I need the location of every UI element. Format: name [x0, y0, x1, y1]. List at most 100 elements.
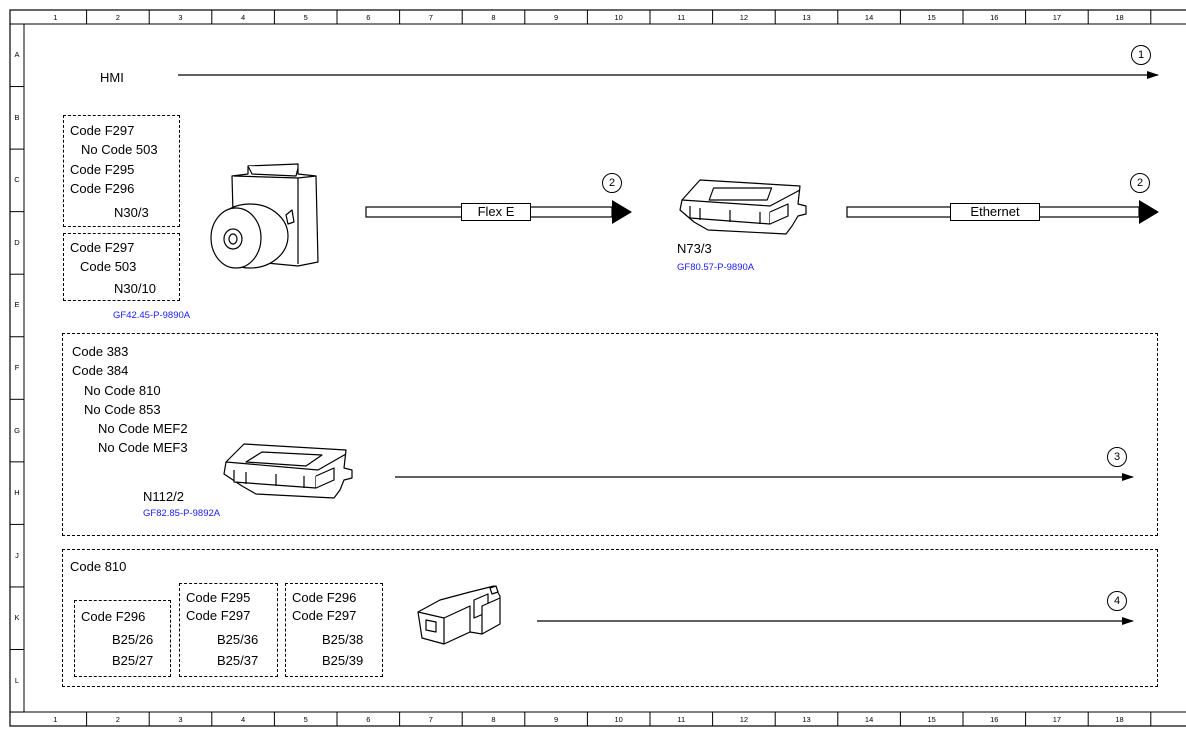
ruler-column-label: 2	[115, 13, 120, 22]
n73-id: N73/3	[677, 241, 712, 256]
component-id: B25/26	[112, 632, 154, 647]
ruler-row-label: F	[14, 363, 20, 373]
component-id: B25/27	[112, 653, 154, 668]
ruler-column-label: 6	[366, 715, 371, 724]
flex-e-marker: 2	[602, 173, 622, 193]
n112-code-box: Code 383 Code 384 No Code 810 No Code 85…	[62, 333, 1158, 536]
flex-e-label: Flex E	[461, 203, 531, 221]
n30-reference: GF42.45-P-9890A	[113, 310, 191, 321]
ruler-column-label: 9	[554, 715, 559, 724]
code-line: Code F297	[186, 608, 251, 623]
ruler-column-label: 14	[864, 715, 874, 724]
ruler-column-label: 13	[802, 13, 811, 22]
ruler-column-label: 17	[1052, 715, 1062, 724]
code-line: Code F296	[70, 181, 135, 196]
ruler-column-label: 7	[428, 13, 433, 22]
code-line: Code 503	[80, 259, 137, 274]
component-id: B25/38	[322, 632, 364, 647]
code-line: Code 384	[72, 363, 129, 378]
code-line: Code F297	[70, 240, 135, 255]
code-line: Code F297	[292, 608, 357, 623]
code-line: No Code 503	[81, 142, 158, 157]
ruler-row-label: B	[14, 112, 20, 122]
n30-10-code-box: Code F297 Code 503 N30/10	[63, 233, 180, 301]
b25-code-box: Code 810	[62, 549, 1158, 687]
ruler-row-label: C	[14, 175, 20, 185]
connector-image	[417, 585, 501, 645]
ruler-column-label: 11	[677, 715, 686, 724]
code-line: No Code MEF3	[98, 440, 188, 455]
ruler-ticks	[10, 10, 1152, 726]
n73-reference: GF80.57-P-9890A	[677, 262, 755, 273]
ethernet-marker: 2	[1130, 173, 1150, 193]
ruler-column-label: 5	[303, 715, 308, 724]
ruler-row-label: L	[14, 675, 20, 685]
hmi-label: HMI	[100, 70, 124, 85]
ruler-column-label: 12	[739, 715, 749, 724]
ruler-column-label: 4	[241, 13, 246, 22]
n30-3-code-box: Code F297 No Code 503 Code F295 Code F29…	[63, 115, 180, 227]
b25-38-box: Code F296 Code F297 B25/38 B25/39	[285, 583, 383, 677]
ruler-column-label: 3	[178, 13, 183, 22]
ruler-column-label: 1	[53, 715, 58, 724]
ruler-row-label: E	[14, 300, 20, 310]
ruler-column-label: 14	[864, 13, 874, 22]
ruler-row-label: J	[15, 550, 19, 560]
code-line: Code F295	[70, 162, 135, 177]
ruler-row-label: A	[14, 50, 20, 60]
n112-reference: GF82.85-P-9892A	[143, 508, 221, 519]
ruler-column-label: 13	[802, 715, 811, 724]
component-id: B25/39	[322, 653, 364, 668]
ruler-row-label: K	[14, 613, 20, 623]
ruler-column-label: 11	[677, 13, 686, 22]
ethernet-label: Ethernet	[950, 203, 1040, 221]
ruler-column-label: 6	[366, 13, 371, 22]
ruler-column-label: 1	[53, 13, 58, 22]
ruler-column-label: 15	[927, 13, 936, 22]
code-line: Code 810	[70, 559, 127, 574]
ruler-column-label: 12	[739, 13, 749, 22]
flex-e-arrowhead	[612, 200, 632, 224]
component-id: N30/3	[114, 205, 149, 220]
hmi-marker: 1	[1131, 45, 1151, 65]
ruler-column-label: 8	[491, 13, 496, 22]
ethernet-arrowhead	[1139, 200, 1159, 224]
outer-frame	[9, 9, 1186, 727]
ruler-column-label: 8	[491, 715, 496, 724]
code-line: Code F297	[70, 123, 135, 138]
code-line: No Code 853	[84, 402, 161, 417]
ruler-column-label: 16	[990, 715, 999, 724]
ruler-column-label: 16	[990, 13, 999, 22]
code-line: Code 383	[72, 344, 129, 359]
ruler-column-label: 18	[1115, 715, 1124, 724]
ruler-column-label: 3	[178, 715, 183, 724]
code-line: No Code MEF2	[98, 421, 188, 436]
b25-marker: 4	[1107, 591, 1127, 611]
hydraulic-unit-image	[210, 163, 319, 269]
ruler-column-label: 4	[241, 715, 246, 724]
n112-control-unit-image	[223, 443, 353, 499]
component-id: N30/10	[114, 281, 156, 296]
code-line: Code F296	[292, 590, 357, 605]
n73-control-unit-image	[679, 179, 807, 235]
component-id: N112/2	[143, 489, 184, 504]
ruler-column-label: 7	[428, 715, 433, 724]
ruler-column-label: 10	[614, 715, 623, 724]
ruler-row-label: H	[14, 488, 20, 498]
b25-26-box: Code F296 B25/26 B25/27	[74, 600, 171, 677]
b25-36-box: Code F295 Code F297 B25/36 B25/37	[179, 583, 278, 677]
ruler-row-label: D	[14, 237, 20, 247]
ruler-column-label: 15	[927, 715, 936, 724]
ruler-column-label: 18	[1115, 13, 1124, 22]
ruler-column-label: 17	[1052, 13, 1062, 22]
ruler-column-label: 9	[554, 13, 559, 22]
code-line: Code F296	[81, 609, 146, 624]
code-line: Code F295	[186, 590, 251, 605]
ruler-column-label: 2	[115, 715, 120, 724]
ruler-column-label: 5	[303, 13, 308, 22]
component-id: B25/37	[217, 653, 259, 668]
n112-marker: 3	[1107, 447, 1127, 467]
component-id: B25/36	[217, 632, 259, 647]
